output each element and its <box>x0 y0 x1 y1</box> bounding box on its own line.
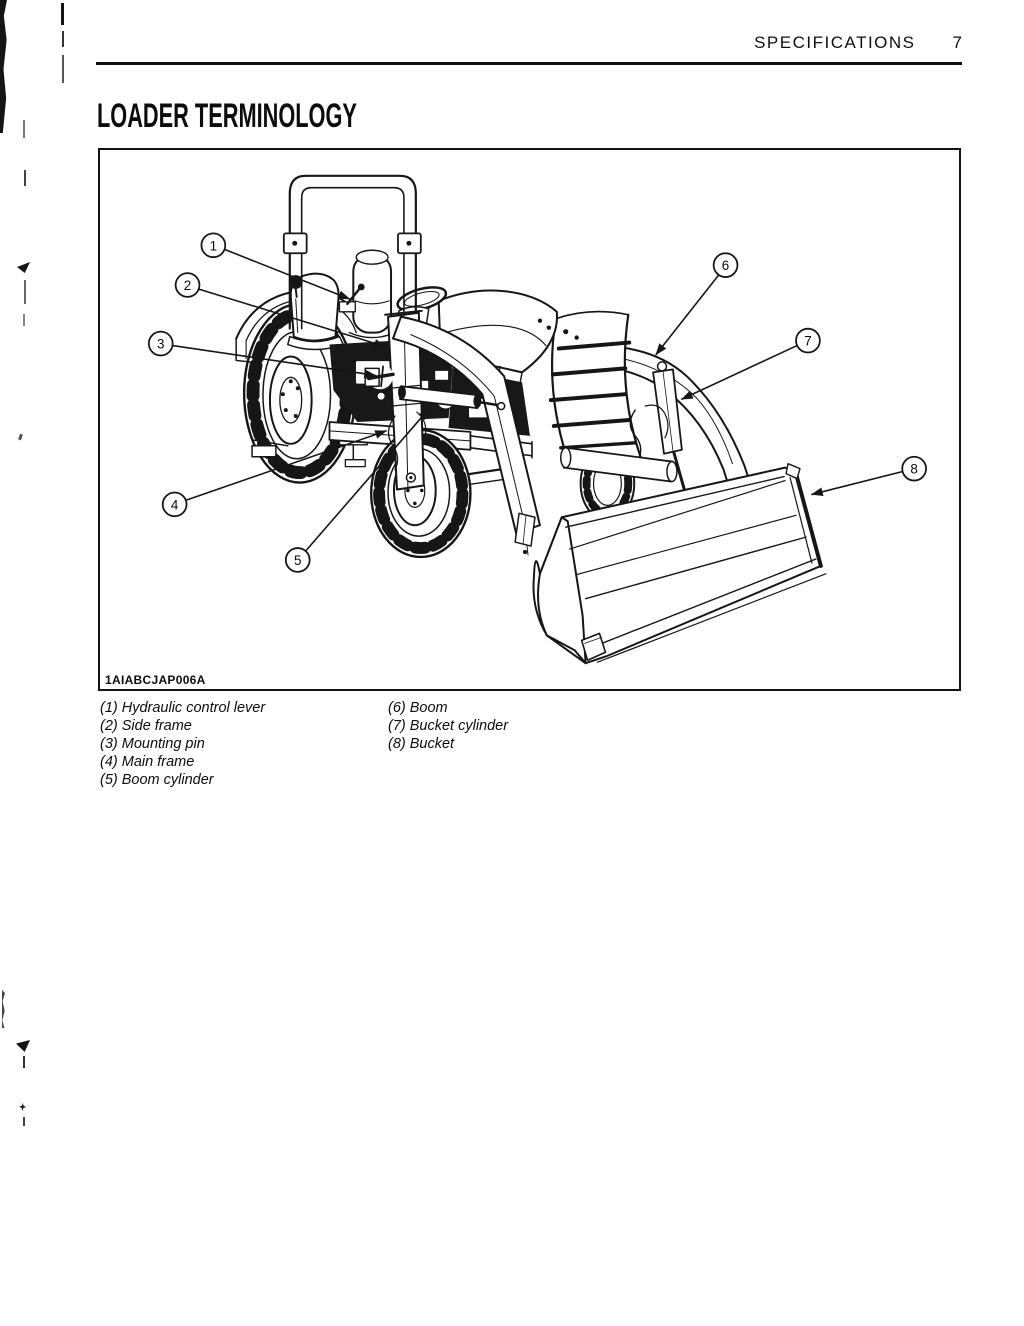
callout-2: 2 <box>174 272 387 348</box>
hydraulic-hoses <box>629 404 669 463</box>
callout-4: 4 <box>161 430 388 518</box>
rops-bar <box>282 174 422 330</box>
callout-number: 7 <box>804 334 811 349</box>
legend-item: (5) Boom cylinder <box>100 772 214 788</box>
scan-artifact <box>17 262 30 273</box>
bucket-cylinder <box>652 361 692 502</box>
scan-artifact <box>0 0 7 133</box>
legend-item: (8) Bucket <box>388 736 455 752</box>
legend-item: (2) Side frame <box>100 718 192 734</box>
legend-item: (7) Bucket cylinder <box>388 718 509 734</box>
callout-number: 1 <box>210 238 217 253</box>
callout-number: 4 <box>171 497 179 512</box>
callout-8: 8 <box>810 455 927 497</box>
legend-column-left: (1) Hydraulic control lever (2) Side fra… <box>100 699 380 789</box>
torque-tube <box>560 446 678 483</box>
callout-1: 1 <box>200 232 351 300</box>
scan-artifact <box>62 31 64 47</box>
legend-item: (4) Main frame <box>100 754 195 770</box>
callout-3: 3 <box>147 330 377 379</box>
scan-artifact <box>18 433 23 441</box>
level-indicator-cylinder <box>514 512 536 556</box>
callout-number: 8 <box>910 462 917 477</box>
rear-right-tire <box>548 310 643 467</box>
callout-number: 5 <box>294 553 301 568</box>
figure-code: 1AIABCJAP006A <box>105 673 210 687</box>
callout-5: 5 <box>284 408 430 573</box>
legend-item: (6) Boom <box>388 700 448 716</box>
hydraulic-control-lever <box>338 283 365 313</box>
callout-number: 6 <box>722 258 729 273</box>
callout-number: 3 <box>157 337 164 352</box>
scan-artifact <box>61 3 64 25</box>
figure-box: 1 2 3 4 5 <box>98 148 961 691</box>
callout-6: 6 <box>655 252 739 356</box>
legend-column-right: (6) Boom (7) Bucket cylinder (8) Bucket <box>388 699 668 753</box>
header-page-number: 7 <box>952 33 962 52</box>
callout-7: 7 <box>680 327 821 400</box>
boom-cylinder <box>397 385 506 411</box>
legend-item: (1) Hydraulic control lever <box>100 700 266 716</box>
scan-artifact <box>24 170 26 186</box>
scan-artifact <box>2 990 5 1028</box>
scan-artifact <box>23 314 25 326</box>
muffler <box>348 249 396 339</box>
scan-artifact <box>23 120 25 138</box>
page-header: SPECIFICATIONS 7 <box>96 33 962 53</box>
scan-artifact <box>19 1103 26 1111</box>
scan-artifact <box>23 1056 25 1068</box>
scan-artifact <box>16 1040 30 1052</box>
legend-item: (3) Mounting pin <box>100 736 205 752</box>
scan-artifact <box>24 280 26 304</box>
header-rule <box>96 62 962 65</box>
page-title: LOADER TERMINOLOGY <box>97 97 357 135</box>
scan-artifact <box>62 55 64 83</box>
scan-artifact <box>23 1117 25 1126</box>
tractor-loader-diagram: 1 2 3 4 5 <box>147 174 927 665</box>
callout-number: 2 <box>184 278 191 293</box>
header-section-title: SPECIFICATIONS <box>754 33 916 52</box>
bucket <box>532 462 827 665</box>
